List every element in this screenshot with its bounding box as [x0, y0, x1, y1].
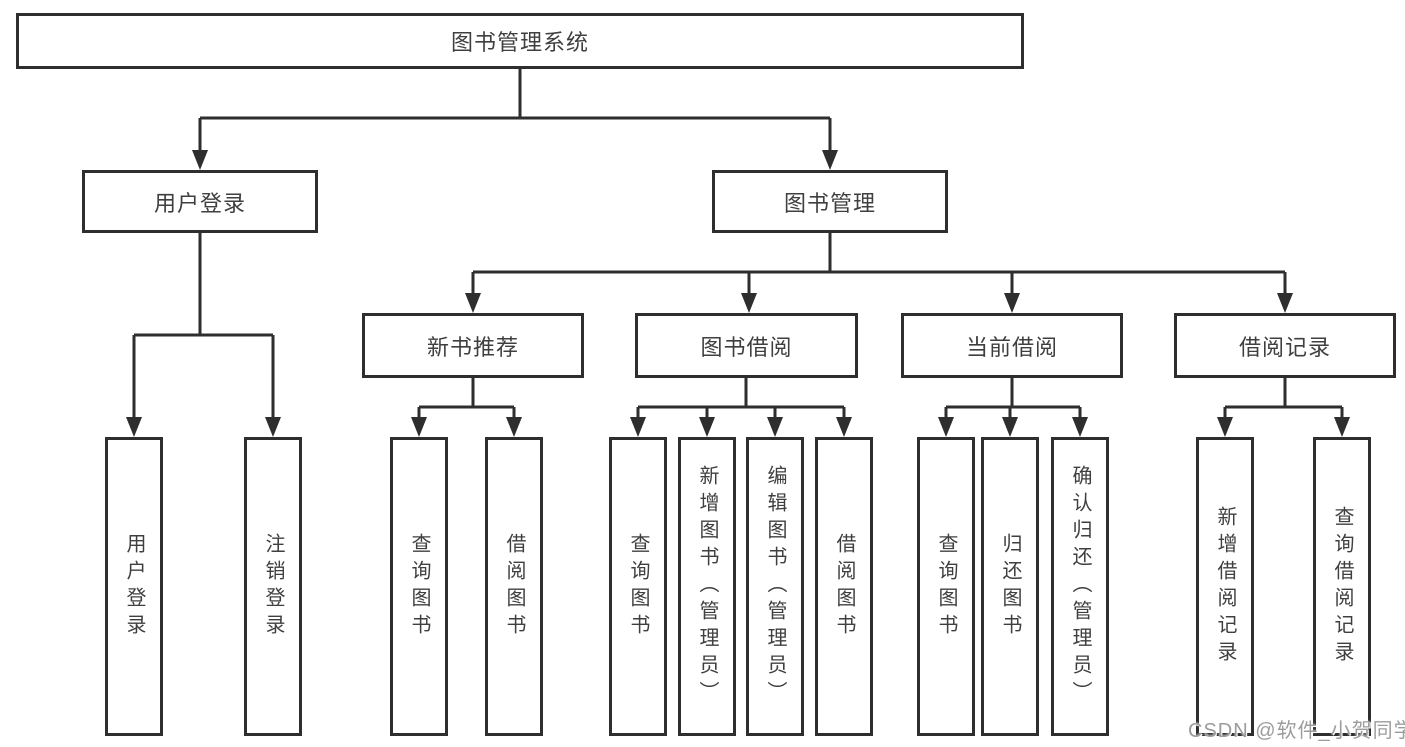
leaf-logout: 注销登录 [244, 437, 302, 736]
leaf-edit-book-admin-label: 编辑图书（管理员） [764, 465, 786, 708]
leaf-borrow-book-recommend: 借阅图书 [485, 437, 543, 736]
node-borrow-records: 借阅记录 [1174, 313, 1396, 378]
leaf-query-book-borrow-label: 查询图书 [627, 532, 649, 641]
leaf-query-book-borrow: 查询图书 [609, 437, 667, 736]
leaf-edit-book-admin: 编辑图书（管理员） [746, 437, 804, 736]
leaf-borrow-book-label: 借阅图书 [833, 532, 855, 641]
leaf-query-book-current-label: 查询图书 [935, 532, 957, 641]
leaf-confirm-return-admin-label: 确认归还（管理员） [1069, 465, 1091, 708]
leaf-add-book-admin-label: 新增图书（管理员） [696, 465, 718, 708]
leaf-confirm-return-admin: 确认归还（管理员） [1051, 437, 1109, 736]
leaf-return-book: 归还图书 [981, 437, 1039, 736]
leaf-query-borrow-record: 查询借阅记录 [1313, 437, 1371, 736]
node-book-management: 图书管理 [712, 170, 948, 233]
leaf-user-login-label: 用户登录 [123, 532, 145, 641]
csdn-watermark: CSDN @软件_小贺同学 [1188, 720, 1405, 742]
leaf-query-book-current: 查询图书 [917, 437, 975, 736]
leaf-return-book-label: 归还图书 [999, 532, 1021, 641]
node-root: 图书管理系统 [16, 13, 1024, 69]
leaf-query-book-recommend-label: 查询图书 [408, 532, 430, 641]
node-new-book-recommend: 新书推荐 [362, 313, 584, 378]
leaf-add-book-admin: 新增图书（管理员） [678, 437, 736, 736]
leaf-borrow-book-recommend-label: 借阅图书 [503, 532, 525, 641]
node-user-login: 用户登录 [82, 170, 318, 233]
leaf-query-book-recommend: 查询图书 [390, 437, 448, 736]
leaf-borrow-book: 借阅图书 [815, 437, 873, 736]
node-current-borrow: 当前借阅 [901, 313, 1123, 378]
node-book-borrow: 图书借阅 [635, 313, 858, 378]
leaf-user-login: 用户登录 [105, 437, 163, 736]
leaf-logout-label: 注销登录 [262, 532, 284, 641]
leaf-query-borrow-record-label: 查询借阅记录 [1331, 505, 1353, 668]
leaf-add-borrow-record: 新增借阅记录 [1196, 437, 1254, 736]
leaf-add-borrow-record-label: 新增借阅记录 [1214, 505, 1236, 668]
